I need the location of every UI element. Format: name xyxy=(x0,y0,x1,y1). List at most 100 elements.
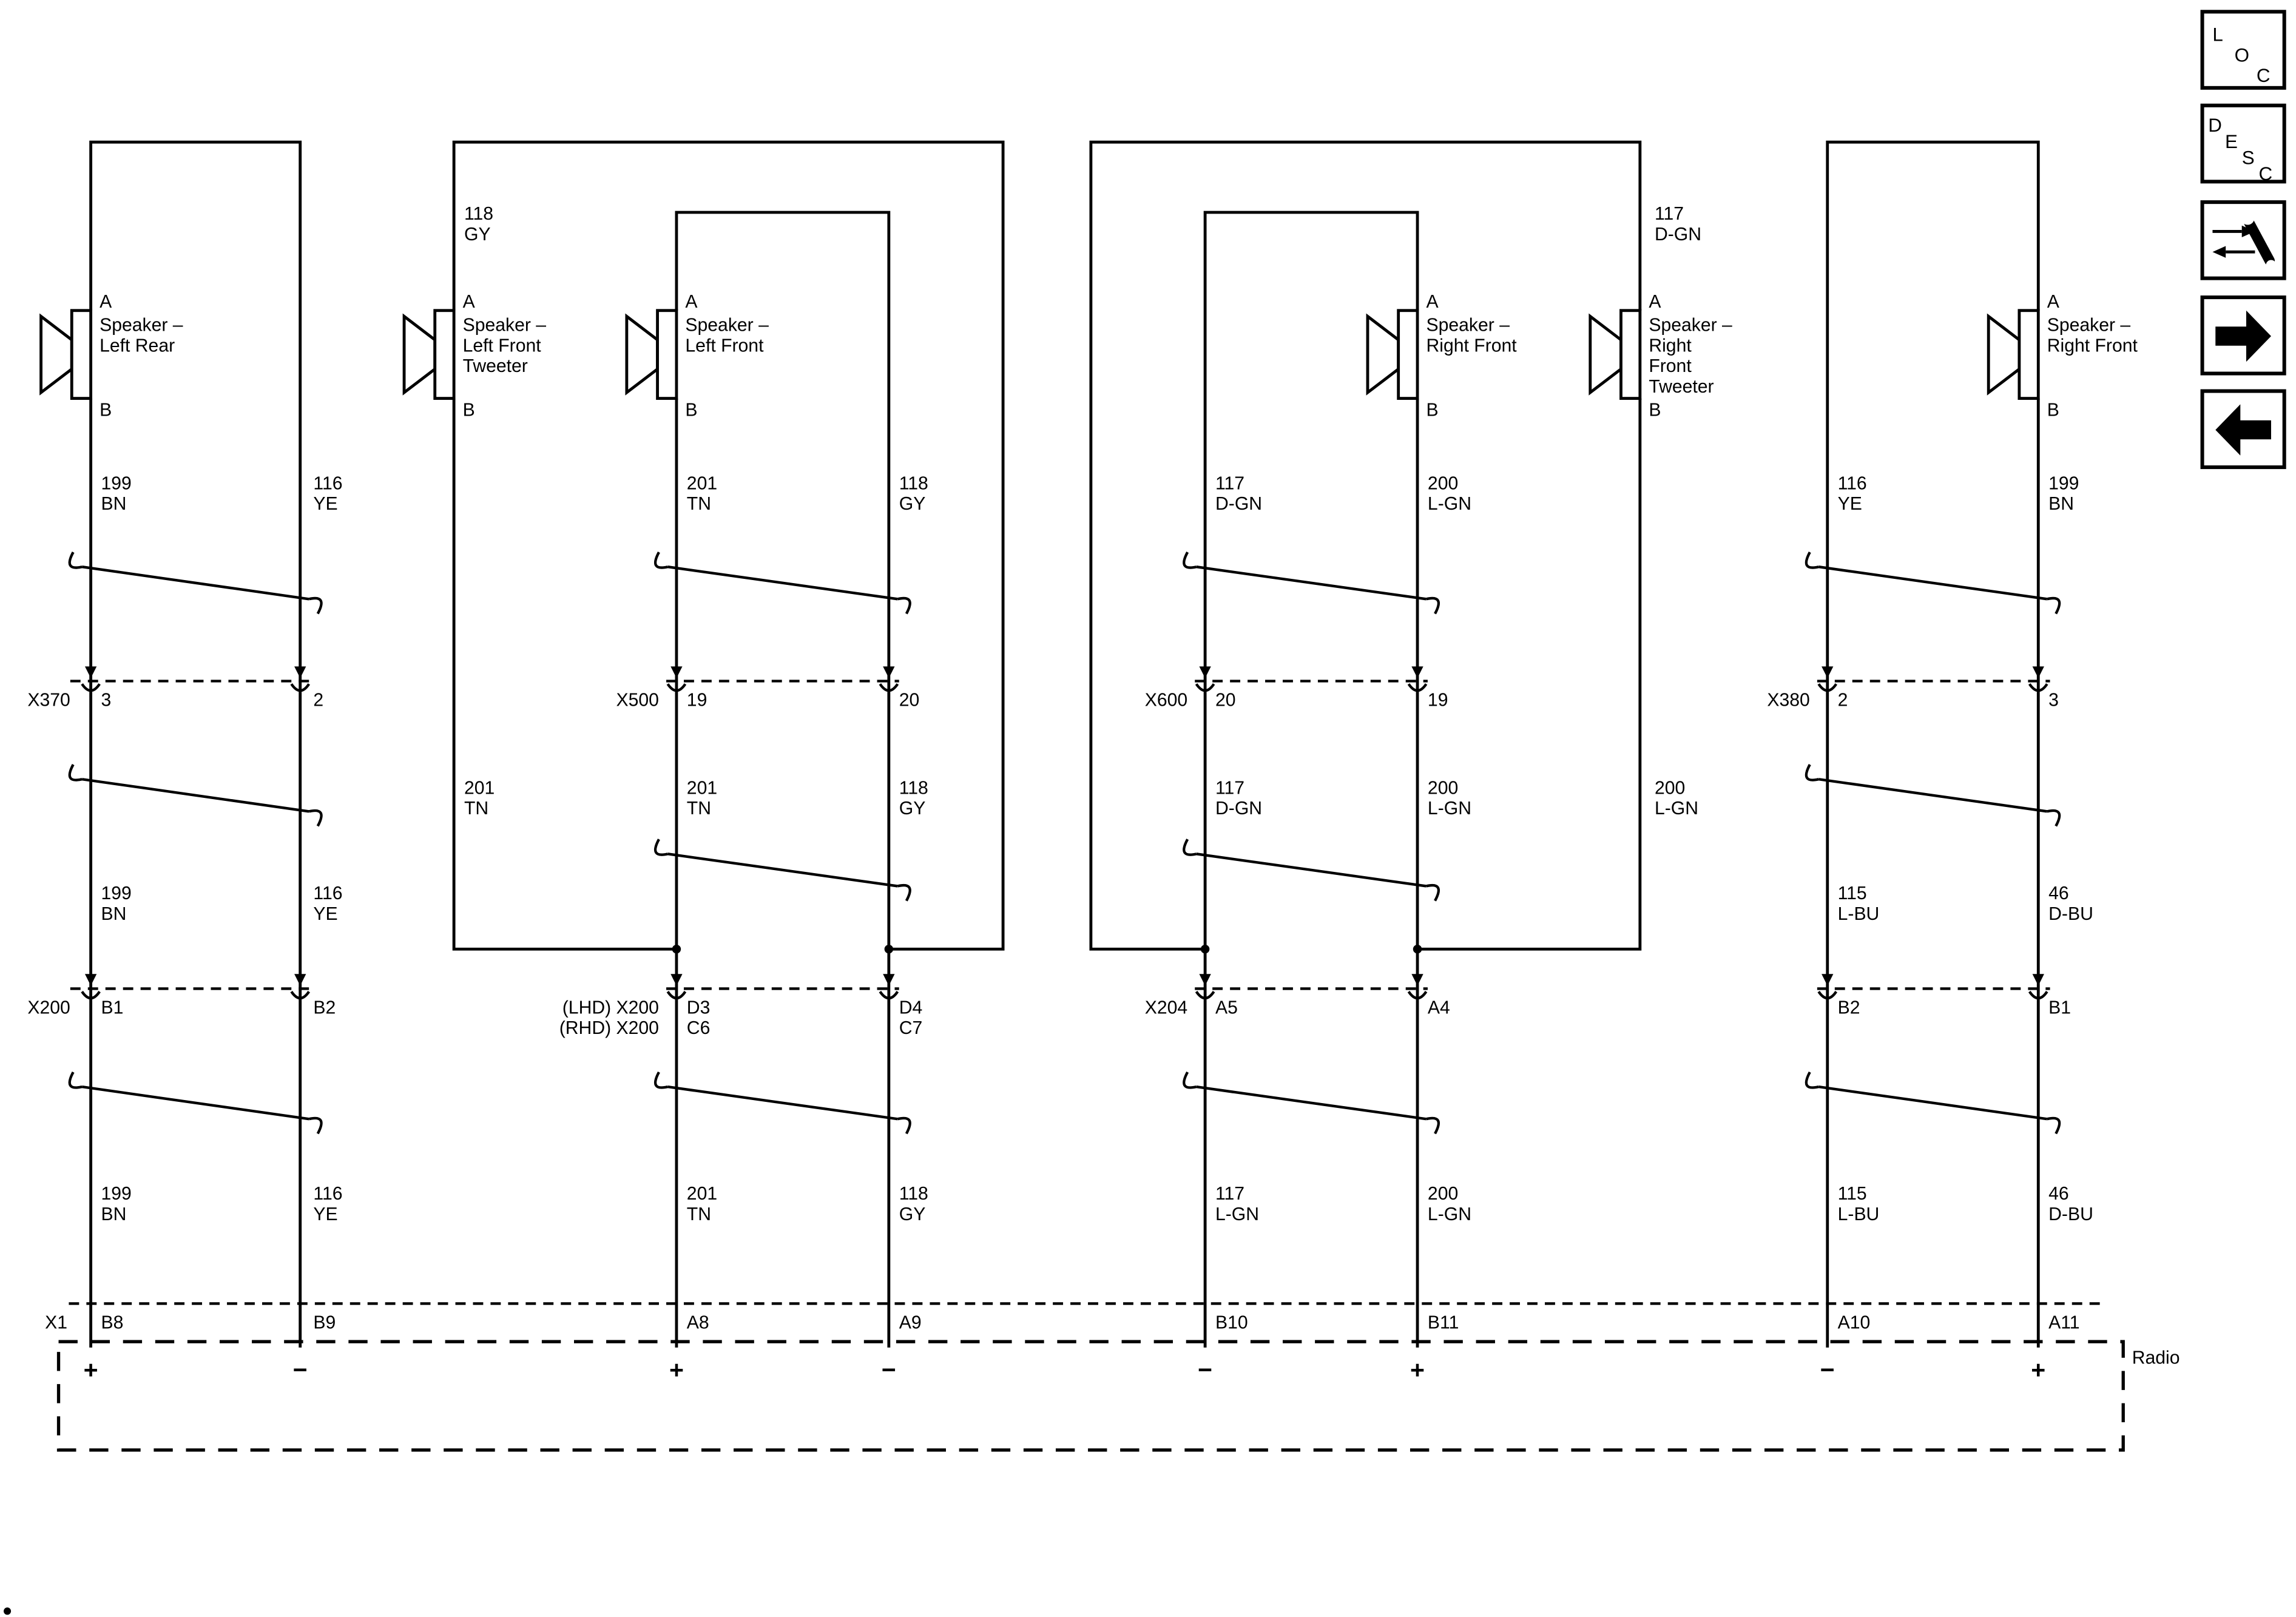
connector-pin: B8 xyxy=(101,1312,124,1332)
male-terminal-icon xyxy=(1411,666,1423,678)
connector-name: X500 xyxy=(616,690,659,711)
speaker-name: Speaker –Right Front xyxy=(1427,316,1518,356)
connector-pin: A11 xyxy=(2048,1312,2079,1332)
loc-letter: C xyxy=(2257,65,2271,86)
twist-mark-icon xyxy=(1818,778,2048,813)
connector-pin: B9 xyxy=(313,1312,336,1332)
speaker-cone-icon xyxy=(625,313,659,396)
speaker-body-icon xyxy=(656,309,678,400)
male-terminal-icon xyxy=(670,666,683,678)
speaker-terminal-b: B xyxy=(100,400,112,420)
twist-mark-icon xyxy=(667,852,898,888)
male-terminal-icon xyxy=(84,666,97,678)
connector-pin: A8 xyxy=(687,1312,709,1332)
male-terminal-icon xyxy=(294,666,306,678)
speaker-terminal-b: B xyxy=(685,400,697,420)
twist-mark-icon xyxy=(667,1085,898,1121)
connector-pin: B10 xyxy=(1215,1312,1248,1332)
twisted-pair-markers xyxy=(68,552,2061,1135)
desc-letter: D xyxy=(2208,115,2222,136)
radio-outline xyxy=(56,1340,2125,1452)
forward-arrow-icon xyxy=(2215,310,2271,362)
speaker-terminal-b: B xyxy=(2047,400,2059,420)
left-front-tweeter-loop-wire xyxy=(452,140,1005,951)
speaker-body-icon xyxy=(2017,309,2040,400)
speaker-circuit-wires xyxy=(89,140,2040,1348)
speaker-cone-icon xyxy=(39,313,73,396)
female-terminal-icon xyxy=(1817,683,1838,692)
female-terminal-icon xyxy=(81,683,101,692)
wire-junction-dot xyxy=(672,944,681,954)
connector-pin: B2 xyxy=(1838,998,1860,1018)
twist-mark-icon xyxy=(1196,1085,1427,1121)
radio-terminal-polarity: + xyxy=(2031,1356,2045,1384)
female-terminal-icon xyxy=(81,990,101,1000)
speaker-name: Speaker –Left Rear xyxy=(100,316,183,356)
female-terminal-icon xyxy=(290,990,311,1000)
female-terminal-icon xyxy=(1407,683,1428,692)
left-rear-positive-wire xyxy=(89,140,302,1348)
wire-junction-dot xyxy=(1413,944,1422,954)
twist-mark-icon xyxy=(81,1085,309,1121)
right-front-tweeter-return-wire xyxy=(1417,398,1642,951)
male-terminal-icon xyxy=(294,974,306,986)
male-terminal-icon xyxy=(1822,666,1834,678)
twist-mark-icon xyxy=(81,778,309,813)
male-terminal-icon xyxy=(883,974,895,986)
speaker-cone-icon xyxy=(1366,313,1400,396)
connector-pin: B1 xyxy=(101,998,124,1018)
speaker-terminal-b: B xyxy=(1649,400,1661,420)
twist-mark-icon xyxy=(1196,852,1427,888)
speaker-terminal-a: A xyxy=(1427,292,1439,312)
loc-button[interactable]: LOC xyxy=(2200,10,2286,90)
loc-letter: L xyxy=(2212,24,2223,46)
male-terminal-icon xyxy=(670,974,683,986)
twist-mark-icon xyxy=(1818,1085,2048,1121)
connector-name: X370 xyxy=(27,690,70,711)
back-arrow-icon xyxy=(2215,404,2271,456)
speaker-cone-icon xyxy=(402,313,437,396)
connector-name: X204 xyxy=(1145,998,1187,1018)
male-terminal-icon xyxy=(2032,666,2044,678)
twist-mark-icon xyxy=(81,565,309,601)
back-button[interactable] xyxy=(2200,389,2286,470)
connector-pin: 20 xyxy=(1215,690,1236,711)
loc-label: LOC xyxy=(2212,24,2270,87)
speaker-name: Speaker –Left Front xyxy=(685,316,769,356)
loc-letter: O xyxy=(2235,44,2249,66)
connector-name: X200 xyxy=(27,998,70,1018)
speaker-name: Speaker –Right Front xyxy=(2047,316,2138,356)
connector-pin: 3 xyxy=(101,690,112,711)
connector-pin: B1 xyxy=(2048,998,2071,1018)
female-terminal-icon xyxy=(666,990,687,1000)
male-terminal-icon xyxy=(1199,974,1211,986)
radio-terminal-polarity: + xyxy=(84,1356,98,1384)
connector-pin: 19 xyxy=(687,690,707,711)
speaker-terminal-a: A xyxy=(463,292,476,312)
schematic-button[interactable] xyxy=(2200,200,2286,280)
speaker-terminal-a: A xyxy=(2047,292,2060,312)
stray-mark xyxy=(4,1607,12,1615)
connector-name: X600 xyxy=(1145,690,1187,711)
male-terminal-icon xyxy=(84,974,97,986)
wire-junction-dot xyxy=(884,944,894,954)
forward-button[interactable] xyxy=(2200,295,2286,376)
